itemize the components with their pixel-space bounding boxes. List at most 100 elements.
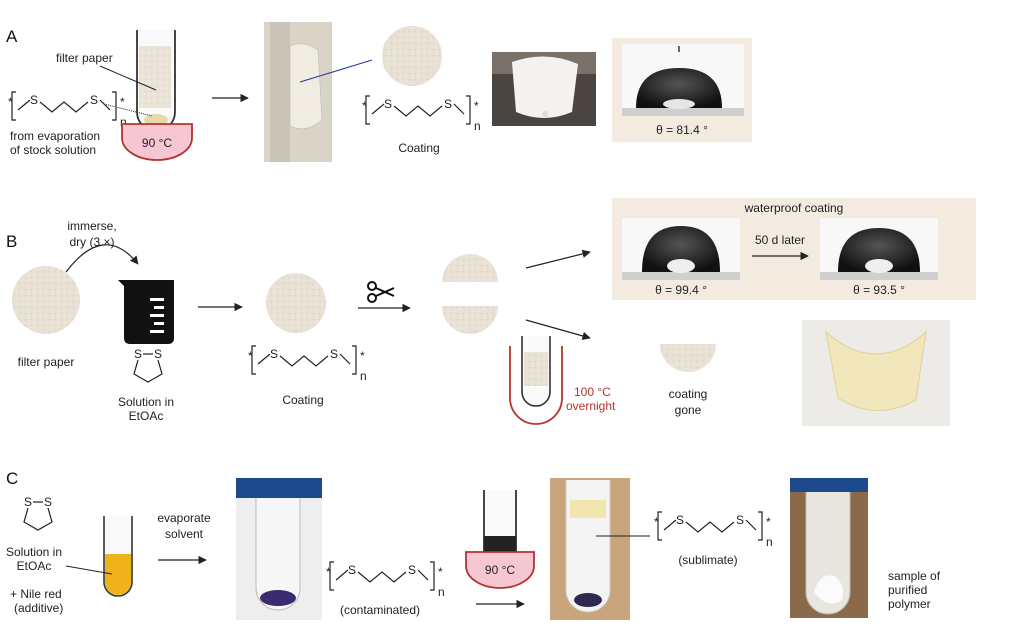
immerse-label-line2: dry (3 ×) [69, 235, 114, 249]
svg-text:S: S [408, 563, 416, 577]
polymer-pointer-a [103, 103, 153, 117]
svg-text:S: S [676, 513, 684, 527]
svg-text:*: * [474, 99, 479, 113]
arrow-b3 [525, 249, 591, 269]
arrow-b4 [525, 319, 591, 340]
polymer-a-n: n [120, 115, 127, 129]
angle-label-a: θ = 81.4 ° [656, 123, 708, 137]
solution-label-c-line2: EtOAc [17, 559, 52, 573]
solution-pointer-c [65, 565, 113, 575]
later-label: 50 d later [755, 233, 805, 247]
sublimate-label: (sublimate) [678, 553, 737, 567]
polymer-structure-a2: * S S n * [362, 95, 481, 133]
svg-text:S: S [90, 93, 98, 107]
heater-bath-c: 90 °C [465, 551, 535, 589]
from-evaporation-line1: from evaporation [10, 129, 100, 143]
panel-b-letter: B [6, 232, 17, 251]
svg-text:S: S [348, 563, 356, 577]
svg-text:S: S [444, 97, 452, 111]
test-tube-yellow-c [103, 516, 133, 597]
coating-gone-line2: gone [675, 403, 702, 417]
contact-angle-panel-a: θ = 81.4 ° [612, 38, 752, 142]
photo-pointer-a [299, 59, 373, 83]
svg-text:*: * [120, 95, 125, 109]
panel-a-letter: A [6, 27, 18, 46]
svg-text:S: S [44, 495, 52, 509]
svg-text:S: S [24, 495, 32, 509]
sample-label-line3: polymer [888, 597, 931, 611]
svg-text:S: S [736, 513, 744, 527]
coating-disc-a [382, 26, 442, 86]
svg-text:S: S [134, 347, 142, 361]
svg-text:*: * [766, 515, 771, 529]
panel-c-letter: C [6, 469, 18, 488]
svg-text:n: n [438, 585, 445, 599]
svg-text:*: * [438, 565, 443, 579]
heat-label-line2: overnight [566, 399, 616, 413]
temp-label-a: 90 °C [142, 136, 172, 150]
filter-paper-disc-b [12, 266, 80, 334]
svg-text:n: n [360, 369, 367, 383]
coating-label-a: Coating [398, 141, 439, 155]
evaporate-line1: evaporate [157, 511, 211, 525]
svg-text:S: S [384, 97, 392, 111]
heater-block-b [509, 336, 563, 425]
test-tube-a [136, 30, 176, 132]
angle-label-b1: θ = 99.4 ° [655, 283, 707, 297]
svg-text:n: n [766, 535, 773, 549]
svg-text:*: * [248, 349, 253, 363]
evaporate-line2: solvent [165, 527, 204, 541]
waterproof-label: waterproof coating [744, 201, 844, 215]
test-tube-c [483, 490, 517, 553]
waterproof-panel: waterproof coating θ = 99.4 ° θ = 93.5 °… [612, 198, 976, 300]
photo-coated-tube-a [264, 22, 373, 162]
heat-label-line1: 100 °C [574, 385, 611, 399]
solution-label-c-line1: Solution in [6, 545, 62, 559]
photo-sublimate-tube [550, 478, 630, 620]
svg-text:n: n [474, 119, 481, 133]
svg-text:S: S [154, 347, 162, 361]
svg-text:*: * [326, 565, 331, 579]
immerse-label-line1: immerse, [67, 219, 116, 233]
svg-text:*: * [360, 349, 365, 363]
svg-text:*: * [362, 99, 367, 113]
filter-paper-label-a: filter paper [56, 51, 113, 65]
solution-label-b-line2: EtOAc [129, 409, 164, 423]
svg-text:*: * [654, 515, 659, 529]
polymer-structure-b: * S S n * [248, 345, 367, 383]
photo-purified-polymer [790, 478, 868, 618]
beaker-icon [118, 280, 174, 344]
nile-red-line1: + Nile red [10, 587, 62, 601]
polymer-structure-a: * S S n * [8, 91, 127, 129]
from-evaporation-line2: of stock solution [10, 143, 96, 157]
sample-label-line2: purified [888, 583, 927, 597]
svg-text:S: S [270, 347, 278, 361]
coating-gone-line1: coating [669, 387, 708, 401]
filter-paper-pointer-a [99, 65, 157, 91]
half-disc-uncoated [660, 344, 716, 372]
scissors-icon [367, 281, 395, 303]
nile-red-line2: (additive) [14, 601, 63, 615]
polymer-structure-c1: * S S n * [326, 561, 445, 599]
photo-coated-paper-a [492, 52, 596, 126]
filter-paper-label-b: filter paper [18, 355, 75, 369]
coating-disc-b [266, 273, 326, 333]
immerse-arrow [65, 244, 139, 273]
svg-text:S: S [30, 93, 38, 107]
svg-text:*: * [8, 95, 13, 109]
solution-label-b-line1: Solution in [118, 395, 174, 409]
contaminated-label: (contaminated) [340, 603, 420, 617]
svg-text:S: S [330, 347, 338, 361]
half-disc-top [442, 254, 498, 282]
half-disc-bottom [442, 306, 498, 334]
angle-label-b2: θ = 93.5 ° [853, 283, 905, 297]
dithiolane-structure-b: S S [133, 347, 163, 383]
photo-uncoated-paper-b [802, 320, 950, 426]
dithiolane-structure-c: S S [23, 495, 53, 531]
coating-label-b: Coating [282, 393, 323, 407]
polymer-structure-c2: * S S n * [654, 511, 773, 549]
heater-bath-a: 90 °C [121, 123, 193, 161]
temp-label-c: 90 °C [485, 563, 515, 577]
sample-label-line1: sample of [888, 569, 941, 583]
